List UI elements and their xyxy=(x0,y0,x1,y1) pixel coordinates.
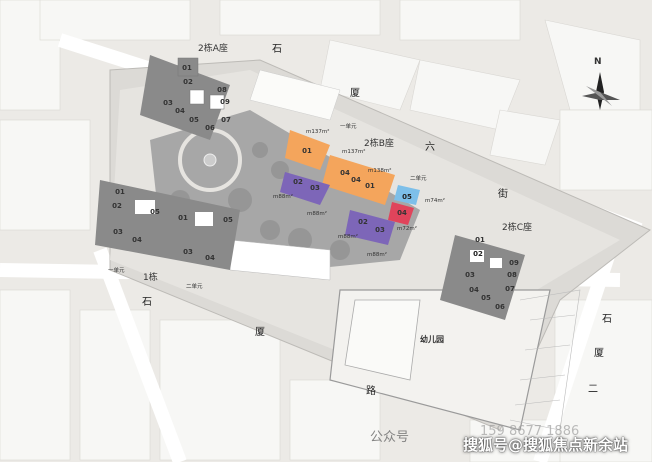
building-2a-units: 01 02 08 09 03 04 05 06 07 xyxy=(163,64,231,132)
unit-1-01b: 01 xyxy=(178,214,188,222)
road-right-char-2: 厦 xyxy=(594,347,604,359)
unit-2b-purple-03b: 03 xyxy=(375,226,385,234)
unit-2c-09: 09 xyxy=(509,259,519,267)
unit-1-04a: 04 xyxy=(132,236,142,244)
unit-2c-06: 06 xyxy=(495,303,505,311)
unit-2c-07: 07 xyxy=(505,285,515,293)
building-2c xyxy=(440,235,525,320)
unit-2b-orange-01: 01 xyxy=(302,147,312,155)
unit-1-04b: 04 xyxy=(205,254,215,262)
building-2c-title: 2栋C座 xyxy=(502,221,532,233)
unit-entrance-labels: 一单元 二单元 一单元 二单元 xyxy=(108,122,427,290)
road-bottom-char-3: 路 xyxy=(366,384,376,397)
unit-2a-09: 09 xyxy=(220,98,230,106)
unit-1-02: 02 xyxy=(112,202,122,210)
unit-2a-08: 08 xyxy=(217,86,227,94)
building-2c-units: 01 02 03 09 08 07 06 05 04 xyxy=(465,236,519,311)
building-2b-purple-units: 02 03 02 03 05 04 xyxy=(293,178,412,234)
road-char-1: 石 xyxy=(272,44,282,55)
building-2a-title: 2栋A座 xyxy=(198,42,228,54)
area-label-7: m72m² xyxy=(397,225,417,232)
unit-2a-06: 06 xyxy=(205,124,215,132)
building-1-title: 1栋 xyxy=(143,271,158,283)
building-1 xyxy=(95,180,240,270)
compass-north-label: N xyxy=(594,57,602,67)
unit-2b-purple-02a: 02 xyxy=(293,178,303,186)
entrance-two-label-b: 二单元 xyxy=(410,174,427,182)
entrance-two-label: 二单元 xyxy=(186,282,203,290)
area-label-8: m88m² xyxy=(338,233,358,240)
building-2b-title: 2栋B座 xyxy=(364,137,394,149)
watermark-platform: 公众号 xyxy=(370,430,410,445)
unit-1-05a: 05 xyxy=(150,208,160,216)
road-bottom-char-1: 石 xyxy=(142,297,152,308)
unit-2a-07: 07 xyxy=(221,116,231,124)
entrance-one-label-b: 一单元 xyxy=(340,122,357,130)
watermark-phone: 159 8677 1886 xyxy=(480,424,580,439)
road-char-3: 六 xyxy=(425,141,435,153)
unit-1-05b: 05 xyxy=(223,216,233,224)
unit-1-01a: 01 xyxy=(115,188,125,196)
unit-2c-04: 04 xyxy=(469,286,479,294)
area-label-5: m88m² xyxy=(307,210,327,217)
road-char-2: 厦 xyxy=(350,87,360,99)
road-char-4: 街 xyxy=(498,187,508,200)
unit-2c-02: 02 xyxy=(473,250,483,258)
unit-2b-orange-04b: 04 xyxy=(351,176,361,184)
unit-2a-04: 04 xyxy=(175,107,185,115)
unit-2b-blue-05: 05 xyxy=(402,193,412,201)
area-labels: m137m² m137m² m138m² m88m² m88m² m74m² m… xyxy=(273,128,445,258)
unit-2c-08: 08 xyxy=(507,271,517,279)
road-right-char-3: 二 xyxy=(588,384,598,395)
area-label-2: m137m² xyxy=(342,148,365,155)
area-label-4: m88m² xyxy=(273,193,293,200)
unit-2b-red-04: 04 xyxy=(397,209,407,217)
unit-2c-03: 03 xyxy=(465,271,475,279)
unit-2c-01: 01 xyxy=(475,236,485,244)
area-label-6: m74m² xyxy=(425,197,445,204)
unit-2a-01: 01 xyxy=(182,64,192,72)
area-label-3: m138m² xyxy=(368,167,391,174)
road-right-char-1: 石 xyxy=(602,314,612,325)
unit-2b-orange-01b: 01 xyxy=(365,182,375,190)
unit-2b-purple-02b: 02 xyxy=(358,218,368,226)
area-label-1: m137m² xyxy=(306,128,329,135)
north-compass: N xyxy=(582,57,620,110)
building-2a xyxy=(140,55,230,140)
kindergarten-label: 幼儿园 xyxy=(420,334,444,344)
unit-2a-03: 03 xyxy=(163,99,173,107)
building-1-units: 01 02 05 01 05 03 04 03 04 xyxy=(112,188,233,262)
unit-1-03a: 03 xyxy=(113,228,123,236)
building-2b-units: 01 04 04 01 xyxy=(302,147,375,190)
entrance-one-label: 一单元 xyxy=(108,266,125,274)
road-labels: 石 厦 六 街 石 厦 二 石 厦 路 xyxy=(142,44,612,397)
road-bottom-char-2: 厦 xyxy=(255,326,265,338)
watermark-site: 搜狐号@搜狐焦点新余站 xyxy=(463,436,629,454)
unit-2b-orange-04a: 04 xyxy=(340,169,350,177)
unit-2b-purple-03a: 03 xyxy=(310,184,320,192)
area-label-9: m88m² xyxy=(367,251,387,258)
unit-2a-05: 05 xyxy=(189,116,199,124)
building-2b xyxy=(280,130,420,245)
unit-1-03b: 03 xyxy=(183,248,193,256)
unit-2a-02: 02 xyxy=(183,78,193,86)
unit-2c-05: 05 xyxy=(481,294,491,302)
